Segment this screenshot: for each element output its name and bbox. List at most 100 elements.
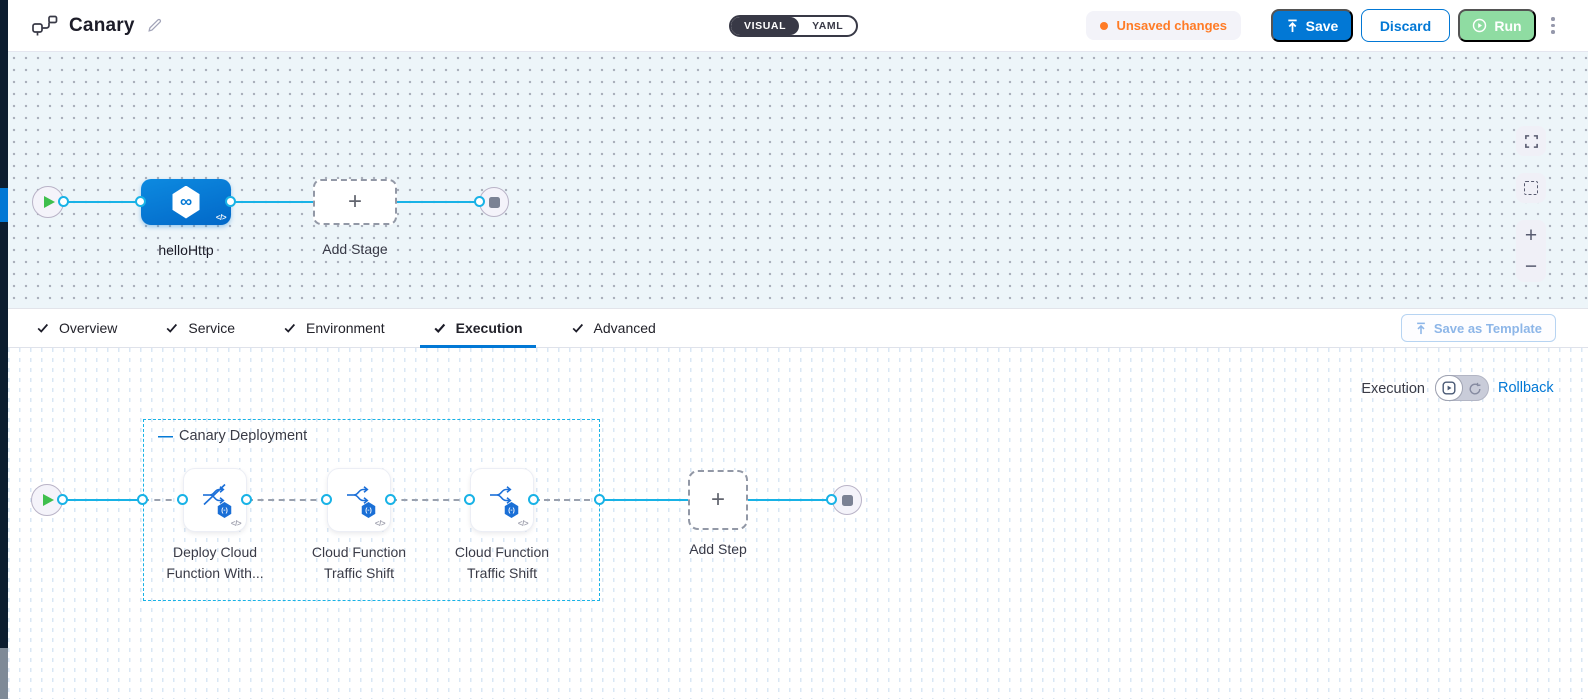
connector-line <box>63 499 143 501</box>
zoom-out-button[interactable]: − <box>1524 254 1538 278</box>
execution-mode-label: Execution <box>1361 381 1425 397</box>
connector-port[interactable] <box>57 494 68 505</box>
connector-port[interactable] <box>225 196 236 207</box>
page-title: Canary <box>69 14 135 36</box>
stage-pipeline-canvas[interactable]: ∞ </> helloHttp + Add Stage + − <box>8 52 1588 308</box>
zoom-in-button[interactable]: + <box>1524 223 1538 247</box>
infinity-icon: ∞ <box>179 191 193 211</box>
code-icon: </> <box>517 519 529 528</box>
check-icon <box>284 323 296 333</box>
execution-canvas[interactable]: Execution Rollback — Canary Deployment <box>8 348 1588 699</box>
marquee-select-icon <box>1524 181 1538 195</box>
zoom-controls: + − <box>1516 220 1546 282</box>
stage-hexagon-icon: ∞ <box>172 185 200 219</box>
step-node-traffic-shift-2[interactable]: (-) </> <box>470 468 534 532</box>
toggle-visual[interactable]: VISUAL <box>731 17 800 35</box>
connector-line <box>748 499 832 501</box>
collapse-group-icon[interactable]: — <box>158 427 173 445</box>
stop-square-icon <box>488 196 500 208</box>
tab-advanced[interactable]: Advanced <box>571 309 656 347</box>
pipeline-icon <box>32 15 58 37</box>
cloud-function-badge-icon: (-) <box>361 502 376 518</box>
tab-execution[interactable]: Execution <box>419 309 536 348</box>
rollback-link[interactable]: Rollback <box>1498 380 1554 396</box>
execution-play-box-icon <box>1442 381 1456 395</box>
run-play-icon <box>1472 18 1487 33</box>
tab-overview[interactable]: Overview <box>36 309 117 347</box>
code-icon: </> <box>215 213 227 222</box>
check-icon <box>572 323 583 333</box>
add-stage-button[interactable]: + <box>313 179 397 225</box>
marquee-select-button[interactable] <box>1516 173 1546 203</box>
unsaved-changes-badge: Unsaved changes <box>1086 11 1241 40</box>
run-button[interactable]: Run <box>1458 9 1536 42</box>
left-nav-active-indicator <box>0 188 8 222</box>
unsaved-changes-label: Unsaved changes <box>1116 18 1227 33</box>
active-tab-underline <box>419 345 536 348</box>
connector-line-dashed <box>247 499 327 501</box>
deploy-traffic-shift-slash-icon <box>203 483 226 506</box>
connector-port[interactable] <box>177 494 188 505</box>
traffic-shift-icon <box>490 486 512 504</box>
connector-line-dashed <box>391 499 470 501</box>
rollback-toggle-segment[interactable] <box>1463 376 1489 402</box>
pipeline-header: Canary VISUAL YAML Unsaved changes Save … <box>8 0 1588 52</box>
connector-port[interactable] <box>135 196 146 207</box>
connector-port[interactable] <box>58 196 69 207</box>
connector-line <box>397 201 480 203</box>
edit-title-icon[interactable] <box>146 17 163 34</box>
connector-line <box>64 201 141 203</box>
stage-node-hellohttp[interactable]: ∞ </> <box>141 179 231 225</box>
save-as-template-button[interactable]: Save as Template <box>1400 314 1556 342</box>
step-node-deploy-cloud-function[interactable]: (-) </> <box>183 468 247 532</box>
stage-name-label: helloHttp <box>158 242 214 258</box>
cloud-function-badge-icon: (-) <box>217 502 232 518</box>
toggle-yaml[interactable]: YAML <box>812 20 844 32</box>
fullscreen-icon <box>1524 134 1539 149</box>
check-icon <box>434 323 445 334</box>
rollback-arrow-icon <box>1469 382 1481 395</box>
stage-config-tabs: Overview Service Environment Execution A… <box>8 308 1588 348</box>
fullscreen-button[interactable] <box>1516 126 1546 156</box>
start-play-icon <box>44 196 55 208</box>
tab-service[interactable]: Service <box>165 309 235 347</box>
step-label: Cloud Function Traffic Shift <box>311 544 407 581</box>
add-stage-label: Add Stage <box>322 241 388 257</box>
traffic-shift-icon <box>347 486 369 504</box>
step-group-title: Canary Deployment <box>179 428 308 444</box>
left-nav-strip <box>0 0 8 699</box>
plus-icon: + <box>347 188 362 215</box>
start-play-icon <box>43 494 54 506</box>
connector-line <box>600 499 688 501</box>
code-icon: </> <box>374 519 386 528</box>
check-icon <box>37 323 49 333</box>
add-step-button[interactable]: + <box>688 470 748 530</box>
more-options-menu-icon[interactable] <box>1544 14 1562 38</box>
connector-port[interactable] <box>321 494 332 505</box>
left-nav-scroll-indicator <box>0 648 8 699</box>
stop-square-icon <box>841 494 853 506</box>
save-upload-icon <box>1286 19 1299 33</box>
tab-environment[interactable]: Environment <box>283 309 385 347</box>
execution-rollback-toggle[interactable] <box>1435 375 1489 401</box>
code-icon: </> <box>230 519 242 528</box>
connector-port[interactable] <box>137 494 148 505</box>
connector-port[interactable] <box>594 494 605 505</box>
connector-port[interactable] <box>241 494 252 505</box>
connector-port[interactable] <box>474 196 485 207</box>
connector-port[interactable] <box>528 494 539 505</box>
add-step-label: Add Step <box>689 541 747 557</box>
execution-toggle-segment[interactable] <box>1435 375 1463 401</box>
step-group-canary-deployment[interactable] <box>143 419 600 601</box>
step-group-header: — Canary Deployment <box>158 428 307 444</box>
discard-button[interactable]: Discard <box>1361 9 1450 42</box>
connector-port[interactable] <box>385 494 396 505</box>
unsaved-dot-icon <box>1100 21 1109 30</box>
connector-port[interactable] <box>826 494 837 505</box>
check-icon <box>166 323 178 333</box>
connector-port[interactable] <box>464 494 475 505</box>
save-button[interactable]: Save <box>1271 9 1353 42</box>
step-label: Deploy Cloud Function With... <box>166 544 264 581</box>
step-node-traffic-shift-1[interactable]: (-) </> <box>327 468 391 532</box>
visual-yaml-toggle[interactable]: VISUAL YAML <box>729 15 859 37</box>
